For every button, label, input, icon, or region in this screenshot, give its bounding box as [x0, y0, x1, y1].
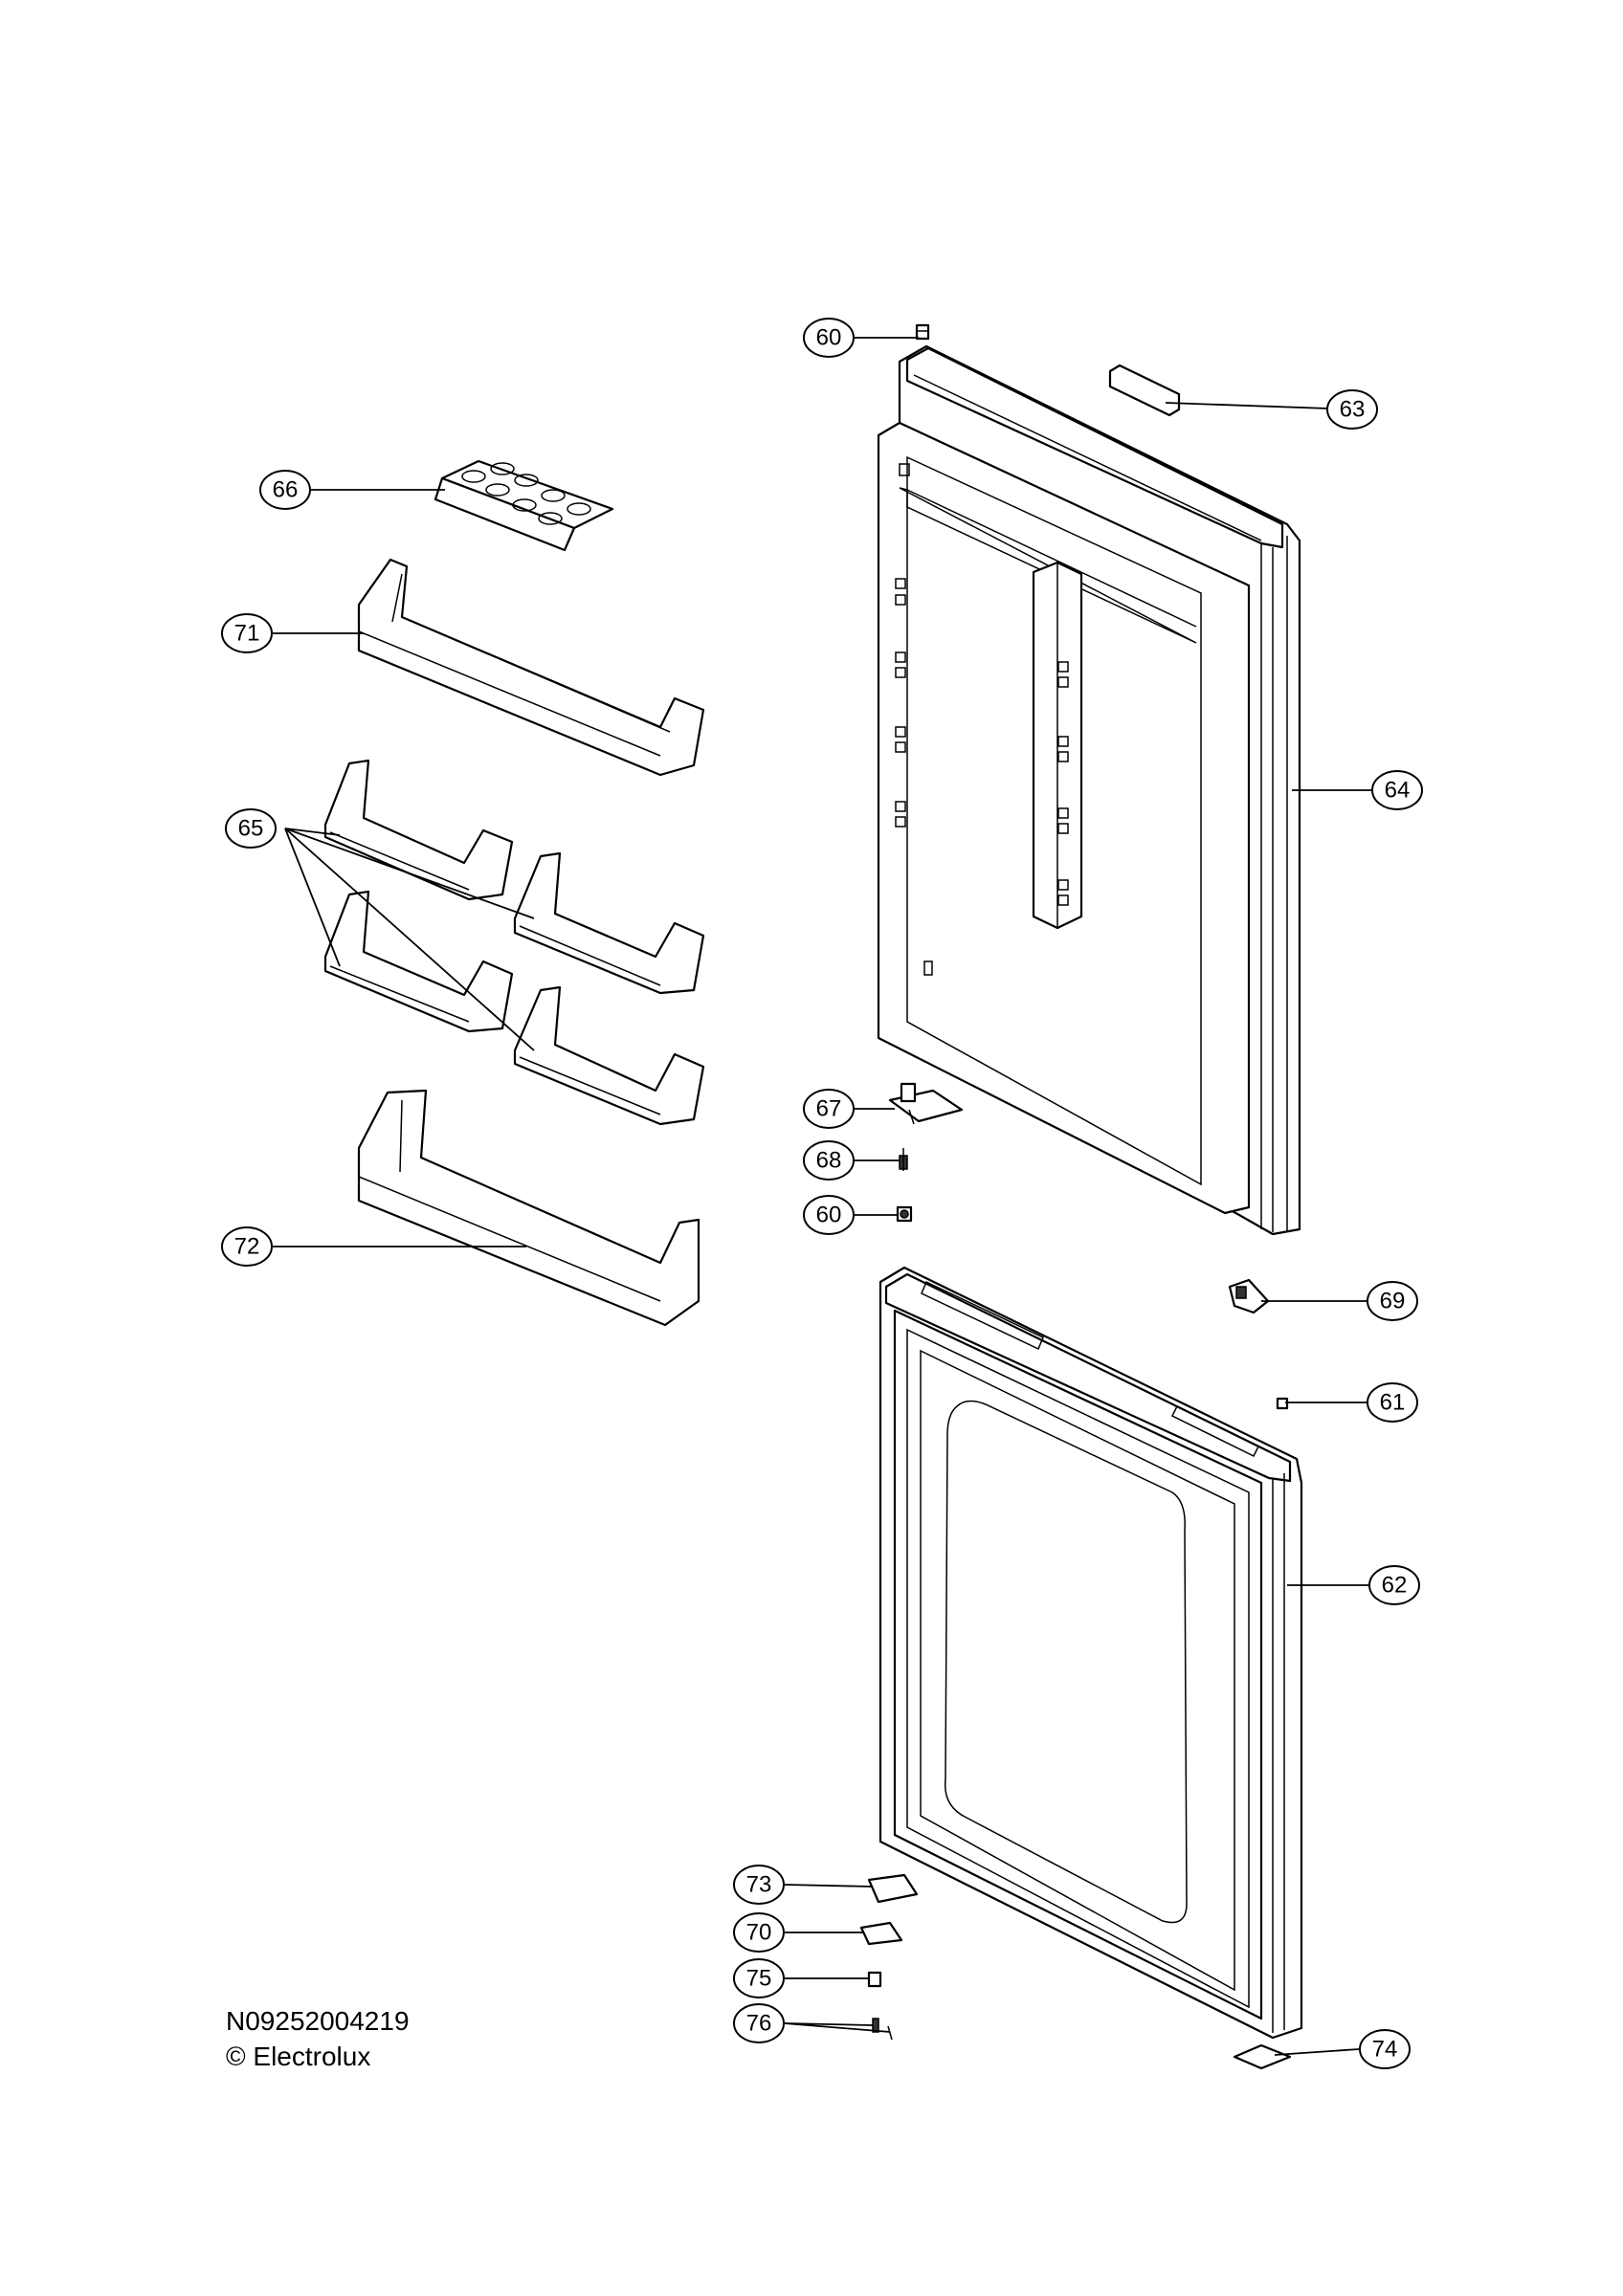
callout-69: 69	[1367, 1281, 1418, 1321]
callout-62-label: 62	[1382, 1573, 1408, 1599]
screw-75	[867, 1971, 882, 1988]
callout-66-label: 66	[273, 477, 299, 503]
hinge-part	[888, 1082, 964, 1125]
part-61	[1276, 1397, 1289, 1410]
callout-76-label: 76	[746, 2011, 772, 2037]
callout-73: 73	[733, 1865, 785, 1905]
callout-64: 64	[1371, 770, 1423, 810]
callout-71: 71	[221, 613, 273, 653]
upper-door	[877, 344, 1301, 1236]
copyright-notice: © Electrolux	[226, 2042, 371, 2071]
small-shelf-1	[323, 759, 514, 901]
hinge-69	[1228, 1278, 1270, 1314]
callout-74-label: 74	[1372, 2037, 1398, 2063]
label-strip	[1108, 364, 1181, 417]
small-shelf-3	[323, 890, 514, 1033]
callout-72: 72	[221, 1226, 273, 1267]
lower-door	[878, 1266, 1303, 2040]
bottle-shelf	[357, 1089, 700, 1327]
callout-68: 68	[803, 1140, 855, 1181]
leader-lines	[271, 337, 1373, 2056]
callout-66: 66	[259, 470, 311, 510]
screw-76	[872, 2018, 893, 2041]
small-shelf-4	[513, 985, 705, 1126]
callout-73-label: 73	[746, 1872, 772, 1898]
long-shelf	[357, 558, 705, 777]
callout-60-middle: 60	[803, 1195, 855, 1235]
bracket-73	[867, 1873, 919, 1904]
egg-tray	[434, 459, 614, 552]
callout-71-label: 71	[234, 621, 260, 647]
callout-70: 70	[733, 1912, 785, 1953]
callout-65-label: 65	[238, 816, 264, 842]
callout-61-label: 61	[1380, 1390, 1406, 1416]
callout-72-label: 72	[234, 1234, 260, 1260]
callout-67: 67	[803, 1089, 855, 1129]
callout-60-top: 60	[803, 318, 855, 358]
callout-74: 74	[1359, 2029, 1411, 2069]
bracket-70	[859, 1921, 903, 1946]
screw-top	[915, 323, 930, 341]
callout-70-label: 70	[746, 1920, 772, 1946]
callout-61: 61	[1367, 1382, 1418, 1423]
callout-75-label: 75	[746, 1966, 772, 1992]
callout-64-label: 64	[1385, 778, 1411, 804]
callout-60-top-label: 60	[816, 325, 842, 351]
callout-62: 62	[1368, 1565, 1420, 1605]
callout-75: 75	[733, 1958, 785, 1998]
bracket-74	[1233, 2043, 1292, 2070]
screw-middle	[896, 1205, 913, 1223]
screw-68	[899, 1148, 908, 1171]
callout-76: 76	[733, 2003, 785, 2043]
callout-65: 65	[225, 808, 277, 849]
diagram-code: N09252004219	[226, 2006, 410, 2036]
callout-63-label: 63	[1340, 397, 1366, 423]
callout-69-label: 69	[1380, 1289, 1406, 1314]
callout-68-label: 68	[816, 1148, 842, 1174]
small-shelf-2	[513, 851, 705, 995]
callout-63: 63	[1326, 389, 1378, 430]
callout-60-middle-label: 60	[816, 1203, 842, 1228]
callout-67-label: 67	[816, 1096, 842, 1122]
